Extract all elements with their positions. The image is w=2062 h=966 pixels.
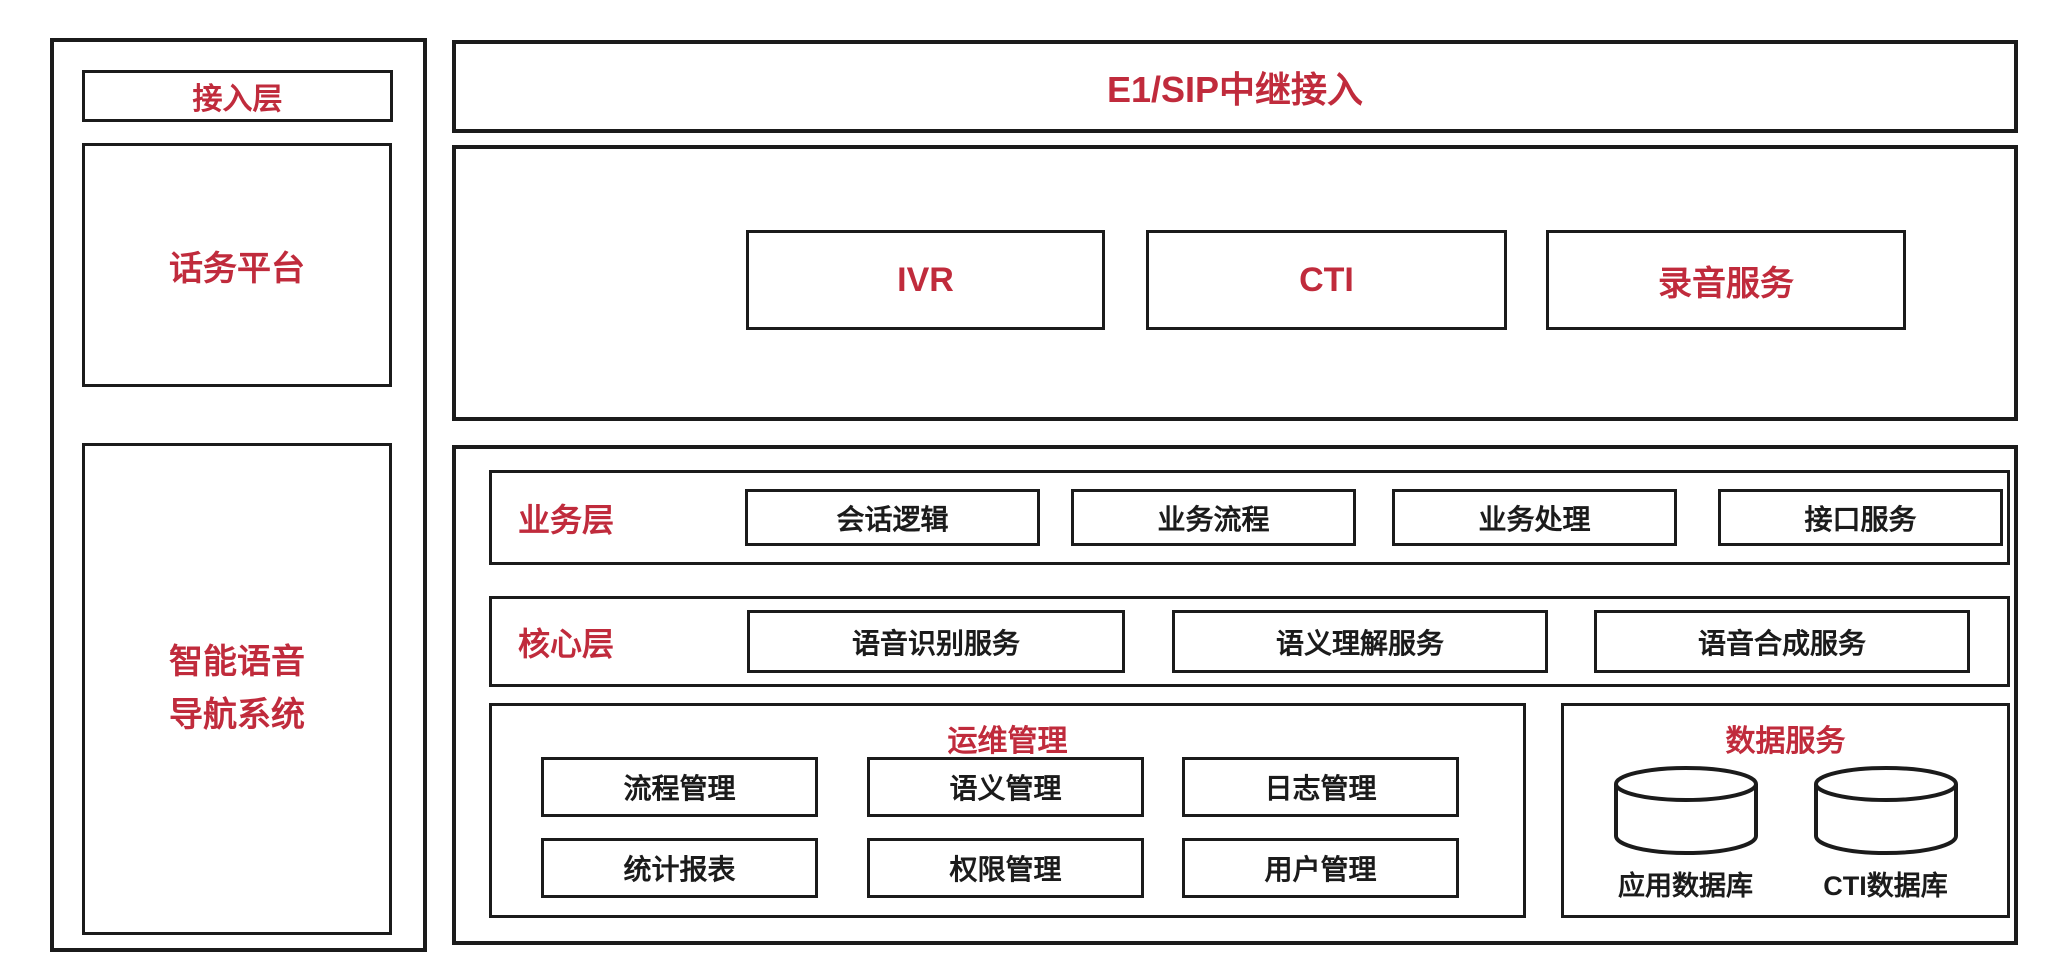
ops-management-box: 运维管理 流程管理 语义管理 日志管理 统计报表 权限管理 用户管理 (489, 703, 1526, 918)
trunk-access-label: E1/SIP中继接入 (1106, 68, 1364, 110)
nav-system-label-line2: 导航系统 (169, 696, 305, 734)
permission-management-box: 权限管理 (867, 838, 1144, 898)
session-logic-label: 会话逻辑 (836, 503, 949, 535)
business-process-box: 业务处理 (1392, 489, 1677, 546)
data-service-title: 数据服务 (1564, 716, 2007, 760)
flow-management-box: 流程管理 (541, 757, 818, 817)
recording-service-box: 录音服务 (1546, 230, 1906, 330)
semantic-management-label: 语义管理 (949, 773, 1062, 804)
trunk-access-bar: E1/SIP中继接入 (452, 40, 2018, 133)
user-management-label: 用户管理 (1264, 854, 1377, 885)
data-service-title-text: 数据服务 (1725, 725, 1846, 758)
speech-synthesis-box: 语音合成服务 (1594, 610, 1970, 673)
ivr-label: IVR (897, 260, 954, 299)
speech-synthesis-label: 语音合成服务 (1697, 627, 1866, 659)
semantic-understanding-box: 语义理解服务 (1172, 610, 1548, 673)
business-process-label: 业务处理 (1478, 503, 1591, 535)
telephony-platform-sidebox: 话务平台 (82, 143, 392, 387)
interface-service-label: 接口服务 (1804, 503, 1917, 535)
app-database: 应用数据库 (1610, 764, 1762, 903)
business-layer-title-text: 业务层 (517, 501, 614, 538)
session-logic-box: 会话逻辑 (745, 489, 1040, 546)
core-layer-title-text: 核心层 (517, 625, 614, 662)
cti-label: CTI (1299, 260, 1354, 299)
cti-database: CTI数据库 (1810, 764, 1962, 903)
permission-management-label: 权限管理 (949, 854, 1062, 885)
navigation-system-box: 业务层 会话逻辑 业务流程 业务处理 接口服务 核心层 语音识别服务 (452, 445, 2018, 945)
nav-system-sidebox: 智能语音 导航系统 (82, 443, 392, 935)
recording-service-label: 录音服务 (1658, 264, 1794, 303)
flow-management-label: 流程管理 (623, 773, 736, 804)
semantic-understanding-label: 语义理解服务 (1275, 627, 1444, 659)
core-layer-title: 核心层 (506, 599, 626, 684)
log-management-box: 日志管理 (1182, 757, 1459, 817)
cti-box: CTI (1146, 230, 1507, 330)
business-flow-label: 业务流程 (1157, 503, 1270, 535)
business-layer-row: 业务层 会话逻辑 业务流程 业务处理 接口服务 (489, 470, 2010, 565)
access-layer-box: 接入层 (82, 70, 393, 122)
cti-database-label: CTI数据库 (1823, 871, 1948, 901)
semantic-management-box: 语义管理 (867, 757, 1144, 817)
database-cylinder-icon (1610, 764, 1762, 858)
business-layer-title: 业务层 (506, 473, 626, 562)
core-layer-row: 核心层 语音识别服务 语义理解服务 语音合成服务 (489, 596, 2010, 687)
speech-recognition-label: 语音识别服务 (851, 627, 1020, 659)
database-cylinder-icon (1810, 764, 1962, 858)
left-panel: 接入层 话务平台 智能语音 导航系统 (50, 38, 427, 952)
log-management-label: 日志管理 (1264, 773, 1377, 804)
access-layer-label: 接入层 (192, 83, 283, 116)
database-area: 应用数据库 CTI数据库 (1564, 764, 2007, 903)
user-management-box: 用户管理 (1182, 838, 1459, 898)
nav-system-label-line1: 智能语音 (169, 643, 305, 682)
ops-management-title: 运维管理 (492, 716, 1523, 760)
nav-system-label: 智能语音 导航系统 (169, 636, 305, 741)
business-flow-box: 业务流程 (1071, 489, 1356, 546)
statistics-report-label: 统计报表 (623, 854, 736, 885)
interface-service-box: 接口服务 (1718, 489, 2003, 546)
speech-recognition-box: 语音识别服务 (747, 610, 1125, 673)
ivr-box: IVR (746, 230, 1105, 330)
data-service-box: 数据服务 应用数据库 (1561, 703, 2010, 918)
statistics-report-box: 统计报表 (541, 838, 818, 898)
ops-management-title-text: 运维管理 (947, 725, 1068, 758)
app-database-label: 应用数据库 (1618, 871, 1753, 901)
telephony-platform-box: IVR CTI 录音服务 (452, 145, 2018, 421)
telephony-platform-label: 话务平台 (169, 249, 305, 288)
